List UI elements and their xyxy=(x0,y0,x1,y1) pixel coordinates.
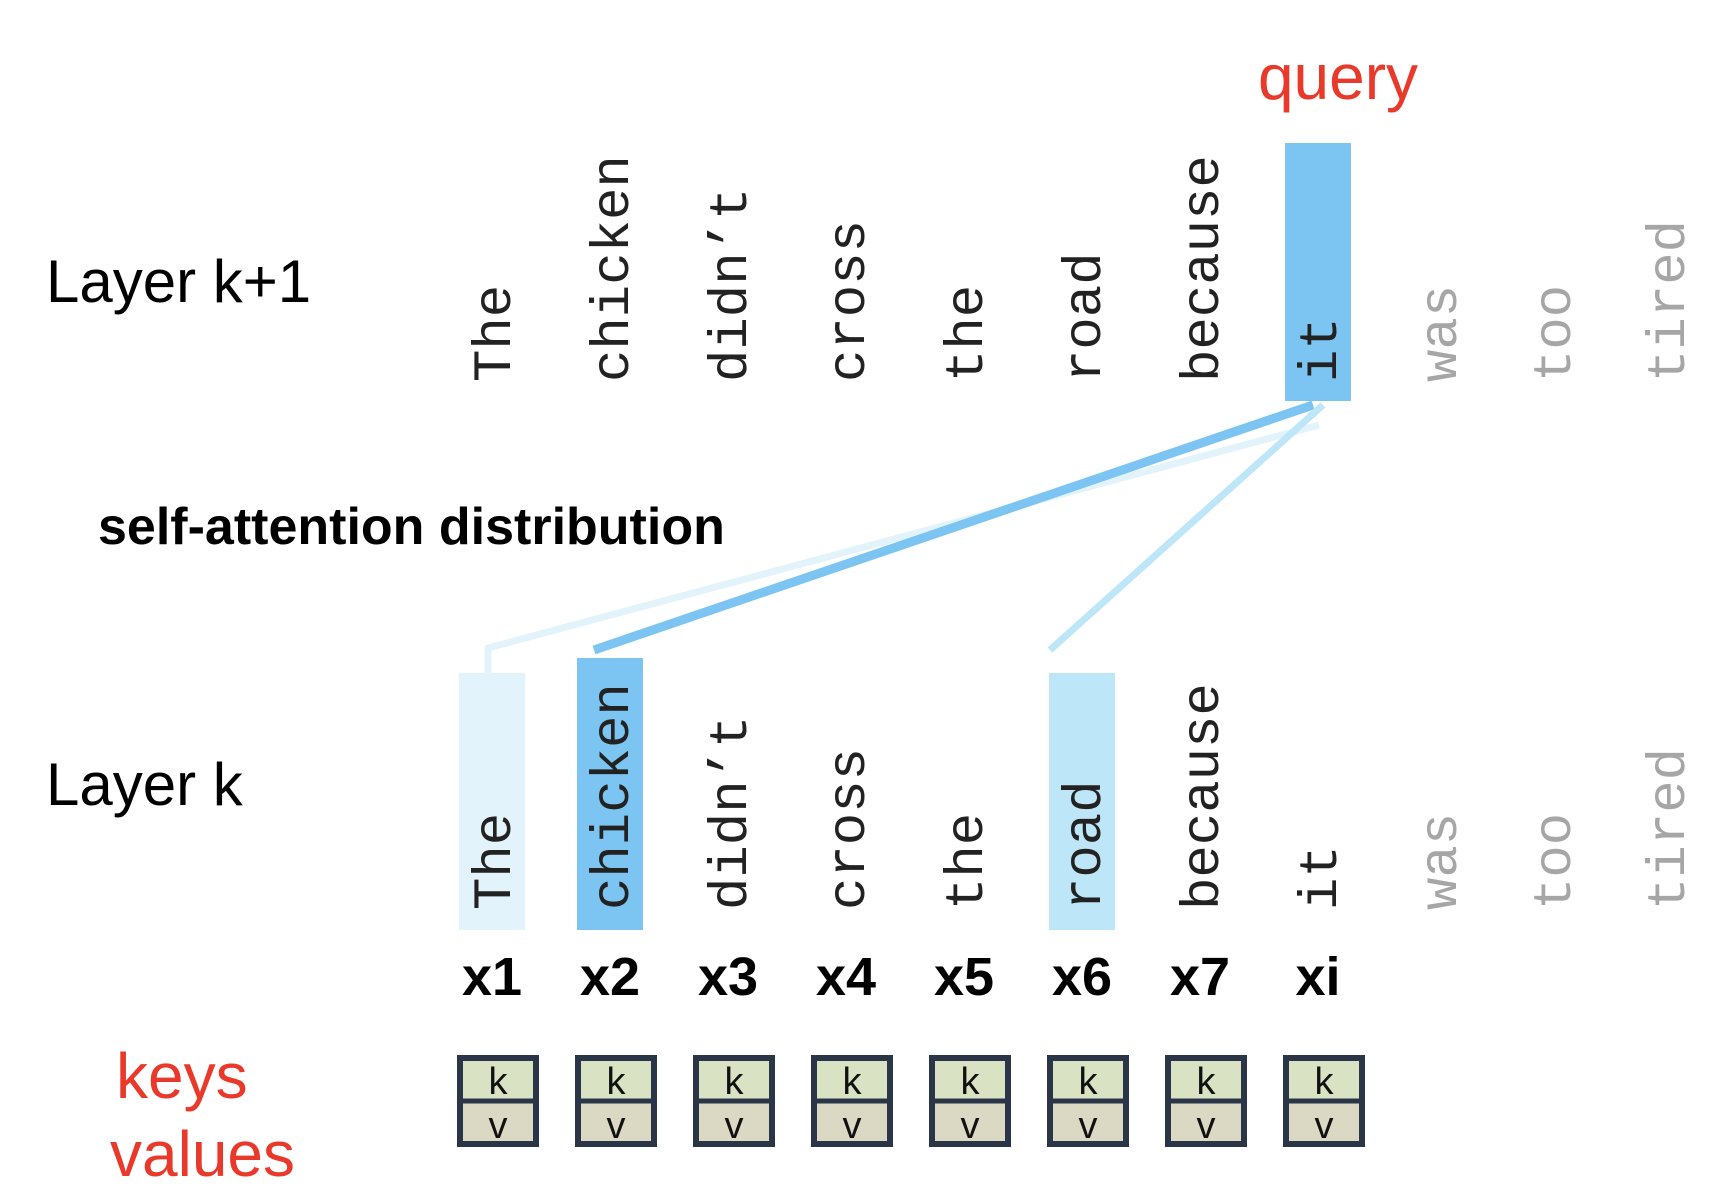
kv-box-7: kv xyxy=(1165,1055,1247,1147)
key-letter: k xyxy=(489,1061,509,1103)
attention-lines xyxy=(484,400,1326,673)
lower-word-11: tired xyxy=(1640,748,1701,910)
query-label: query xyxy=(1258,41,1418,113)
kv-box-8: kv xyxy=(1283,1055,1365,1147)
kv-box-3: kv xyxy=(693,1055,775,1147)
key-letter: k xyxy=(725,1061,745,1103)
value-letter: v xyxy=(961,1105,980,1147)
key-letter: k xyxy=(1079,1061,1099,1103)
key-letter: k xyxy=(607,1061,627,1103)
layer-upper-label: Layer k+1 xyxy=(46,248,311,315)
kv-box-1: kv xyxy=(457,1055,539,1147)
x-label-8: xi xyxy=(1295,947,1340,1007)
value-cell xyxy=(460,1101,536,1144)
x-labels: x1 x2 x3 x4 x5 x6 x7 xi xyxy=(462,947,1341,1007)
lower-word-1: The xyxy=(466,813,527,910)
key-cell xyxy=(1168,1058,1244,1101)
key-cell xyxy=(696,1058,772,1101)
upper-word-7: because xyxy=(1174,155,1235,382)
x-label-3: x3 xyxy=(698,947,758,1007)
kv-box-5: kv xyxy=(929,1055,1011,1147)
lower-word-7: because xyxy=(1174,683,1235,910)
key-letter: k xyxy=(961,1061,981,1103)
value-letter: v xyxy=(725,1105,744,1147)
upper-word-4: cross xyxy=(820,220,881,382)
value-cell xyxy=(814,1101,890,1144)
x-label-6: x6 xyxy=(1052,947,1112,1007)
lower-word-5: the xyxy=(938,813,999,910)
kv-box-6: kv xyxy=(1047,1055,1129,1147)
lower-word-10: too xyxy=(1526,813,1587,910)
key-cell xyxy=(1286,1058,1362,1101)
upper-word-11: tired xyxy=(1640,220,1701,382)
lower-word-9: was xyxy=(1412,813,1473,910)
upper-word-2: chicken xyxy=(584,155,645,382)
attention-line-2 xyxy=(592,400,1315,655)
x-label-5: x5 xyxy=(934,947,994,1007)
query-highlight xyxy=(1285,143,1351,401)
upper-word-1: The xyxy=(466,285,527,382)
attention-highlight-2 xyxy=(577,658,643,930)
x-label-1: x1 xyxy=(462,947,522,1007)
lower-word-4: cross xyxy=(820,748,881,910)
value-letter: v xyxy=(489,1105,508,1147)
key-cell xyxy=(578,1058,654,1101)
values-label: values xyxy=(110,1118,295,1190)
lower-word-6: road xyxy=(1056,780,1117,910)
value-letter: v xyxy=(1079,1105,1098,1147)
layer-lower-label: Layer k xyxy=(46,751,244,818)
x-label-4: x4 xyxy=(816,947,876,1007)
keys-label: keys xyxy=(116,1040,248,1112)
attention-line-6 xyxy=(1047,402,1326,653)
value-cell xyxy=(696,1101,772,1144)
value-cell xyxy=(1286,1101,1362,1144)
value-letter: v xyxy=(1315,1105,1334,1147)
upper-word-10: too xyxy=(1526,285,1587,382)
value-letter: v xyxy=(1197,1105,1216,1147)
lower-word-8: it xyxy=(1292,845,1353,910)
key-cell xyxy=(814,1058,890,1101)
upper-word-8: it xyxy=(1292,317,1353,382)
value-cell xyxy=(1168,1101,1244,1144)
upper-word-9: was xyxy=(1412,285,1473,382)
highlight-layer xyxy=(459,143,1351,930)
kv-box-2: kv xyxy=(575,1055,657,1147)
upper-word-5: the xyxy=(938,285,999,382)
key-letter: k xyxy=(1315,1061,1335,1103)
key-letter: k xyxy=(843,1061,863,1103)
key-cell xyxy=(460,1058,536,1101)
kv-box-4: kv xyxy=(811,1055,893,1147)
key-cell xyxy=(1050,1058,1126,1101)
value-cell xyxy=(932,1101,1008,1144)
upper-word-6: road xyxy=(1056,252,1117,382)
value-cell xyxy=(1050,1101,1126,1144)
value-cell xyxy=(578,1101,654,1144)
attention-highlight-6 xyxy=(1049,673,1115,930)
upper-word-3: didn’t xyxy=(702,188,763,382)
value-letter: v xyxy=(607,1105,626,1147)
key-cell xyxy=(932,1058,1008,1101)
x-label-7: x7 xyxy=(1170,947,1230,1007)
attention-highlight-1 xyxy=(459,673,525,930)
lower-word-2: chicken xyxy=(584,683,645,910)
value-letter: v xyxy=(843,1105,862,1147)
lower-word-3: didn’t xyxy=(702,716,763,910)
attention-label: self-attention distribution xyxy=(98,498,725,556)
x-label-2: x2 xyxy=(580,947,640,1007)
key-letter: k xyxy=(1197,1061,1217,1103)
